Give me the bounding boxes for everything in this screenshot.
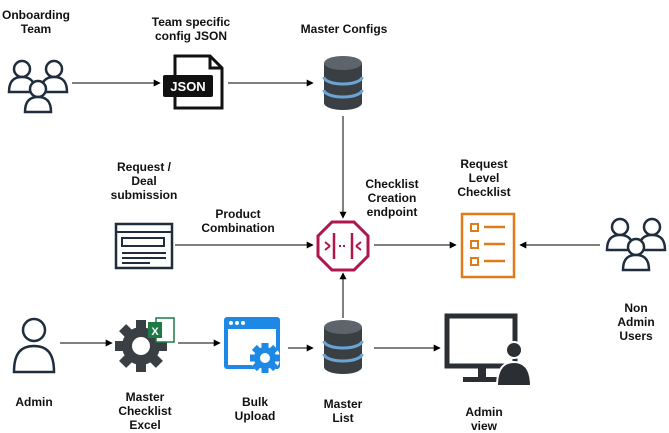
non-admin-users-icon xyxy=(605,217,667,272)
master-checklist-excel-label: Master Checklist Excel xyxy=(118,390,172,432)
admin-label: Admin xyxy=(15,395,53,409)
admin-view-label: Admin view xyxy=(465,405,503,433)
connectors xyxy=(60,79,600,352)
excel-gear-icon: X xyxy=(115,317,175,372)
admin-user-icon xyxy=(12,317,56,374)
master-configs-db-icon xyxy=(322,54,364,112)
bulk-upload-icon xyxy=(224,317,280,373)
master-list-label: Master List xyxy=(323,397,363,425)
onboarding-team-label: Onboarding Team xyxy=(2,8,70,36)
excel-badge-text: X xyxy=(151,326,159,338)
request-level-checklist-label: Request Level Checklist xyxy=(457,157,511,199)
json-badge-text: JSON xyxy=(170,79,205,94)
request-deal-submission-label: Request / Deal submission xyxy=(110,160,178,202)
endpoint-gateway-icon xyxy=(316,220,370,272)
non-admin-users-label: Non Admin Users xyxy=(617,301,655,343)
checklist-icon xyxy=(460,212,516,279)
json-file-icon: JSON xyxy=(163,54,224,110)
master-configs-label: Master Configs xyxy=(300,22,388,36)
team-config-json-label: Team specific config JSON xyxy=(151,15,231,43)
master-list-db-icon xyxy=(322,318,364,376)
bulk-upload-label: Bulk Upload xyxy=(234,395,276,423)
request-form-icon xyxy=(114,222,174,270)
admin-view-monitor-icon xyxy=(444,313,533,387)
product-combination-label: Product Combination xyxy=(201,207,275,235)
checklist-creation-endpoint-label: Checklist Creation endpoint xyxy=(365,177,419,219)
onboarding-team-icon xyxy=(7,59,69,114)
